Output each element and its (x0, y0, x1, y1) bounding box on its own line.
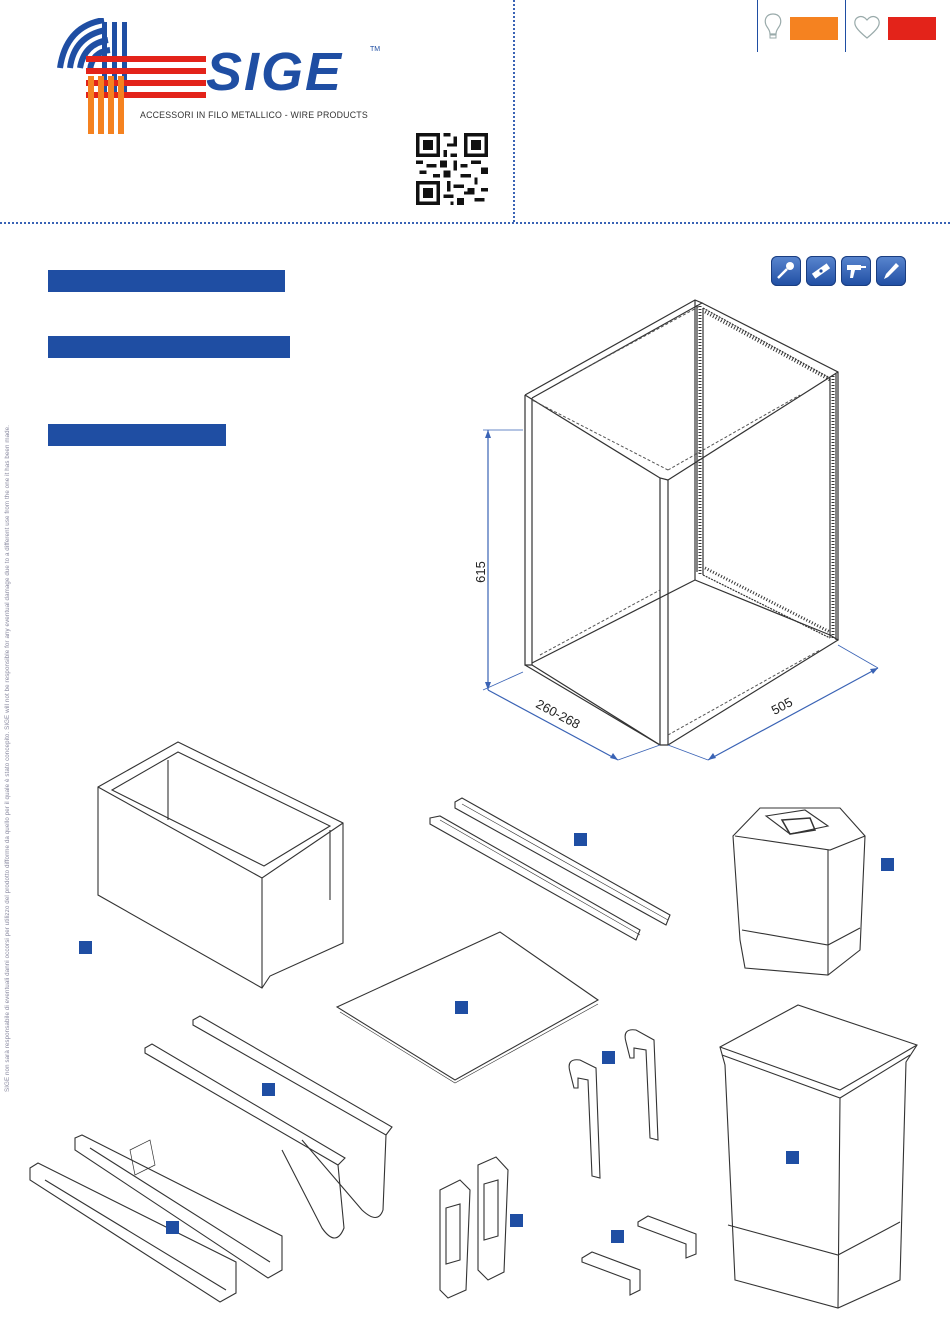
header-horizontal-divider (0, 222, 950, 224)
small-bin (732, 807, 866, 976)
part-marker-hooks (602, 1051, 615, 1064)
section-bar-2 (48, 336, 290, 358)
spirit-level-icon (806, 256, 836, 286)
lightbulb-icon (762, 12, 784, 42)
part-marker-small-bin (881, 858, 894, 871)
section-bar-1 (48, 270, 285, 292)
l-bracket-2 (637, 1215, 697, 1259)
orange-badge (790, 17, 838, 40)
cabinet-diagram: 615 260-268 505 (473, 299, 879, 761)
brand-trademark: TM (370, 46, 381, 53)
screwdriver-icon (771, 256, 801, 286)
large-bin (719, 1004, 918, 1309)
hook-bracket-2 (624, 1029, 659, 1141)
logo-stripes-icon (57, 17, 206, 134)
part-marker-frame (79, 941, 92, 954)
qr-code[interactable] (416, 133, 488, 205)
part-marker-panel (455, 1001, 468, 1014)
brand-tagline: ACCESSORI IN FILO METALLICO - WIRE PRODU… (140, 110, 368, 120)
header-vertical-divider (513, 0, 515, 222)
badge-divider-middle (845, 0, 846, 52)
badge-divider-left (757, 0, 758, 52)
drawer-runner-1 (74, 1134, 283, 1279)
rails (429, 797, 671, 941)
part-marker-brackets (262, 1083, 275, 1096)
frame-box (97, 741, 344, 989)
width-dimension: 260-268 (534, 696, 583, 732)
l-bracket-1 (581, 1251, 641, 1296)
drawer-runner-2 (29, 1162, 237, 1303)
drill-icon (841, 256, 871, 286)
depth-dimension: 505 (769, 694, 795, 717)
height-dimension: 615 (473, 561, 488, 583)
section-bar-3 (48, 424, 226, 446)
brand-name: SIGE (206, 42, 344, 102)
heart-icon (852, 14, 882, 40)
handle-clip-2 (477, 1156, 509, 1281)
brand-logo: SIGE TM ACCESSORI IN FILO METALLICO - WI… (56, 17, 386, 138)
part-marker-large-bin (786, 1151, 799, 1164)
bracket-long-2 (144, 1043, 346, 1239)
bottom-panel (335, 931, 600, 1081)
part-marker-l-brackets (611, 1230, 624, 1243)
parts-illustration (29, 741, 918, 1309)
part-marker-rails (574, 833, 587, 846)
bracket-long-1 (192, 1015, 393, 1219)
hook-bracket-1 (568, 1059, 601, 1179)
pencil-icon (876, 256, 906, 286)
handle-clip-1 (439, 1179, 471, 1299)
red-badge (888, 17, 936, 40)
part-marker-clips (510, 1214, 523, 1227)
part-marker-runners (166, 1221, 179, 1234)
